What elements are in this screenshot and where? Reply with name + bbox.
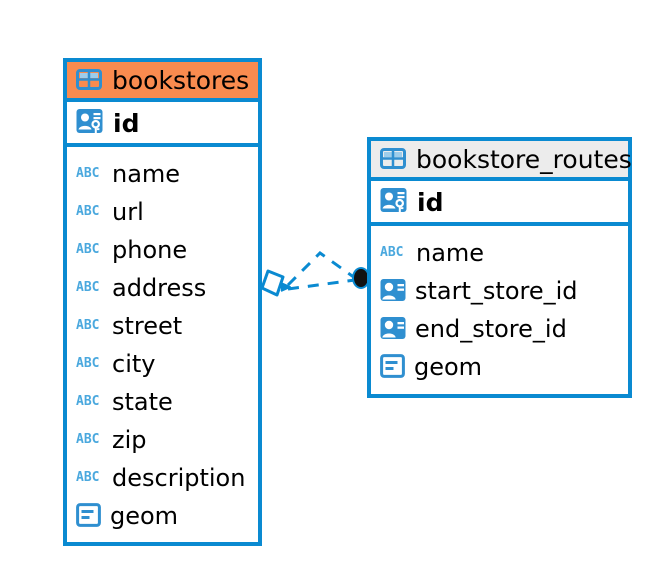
entity-title-bookstores: bookstores — [112, 66, 250, 95]
relationship-branch-upper — [286, 251, 356, 287]
field-label-address: address — [112, 274, 207, 302]
text-abc-icon: ABC — [380, 245, 403, 259]
field-row-end-store-id[interactable]: end_store_id — [371, 309, 628, 347]
table-icon — [76, 69, 102, 90]
svg-text:ABC: ABC — [76, 318, 99, 332]
svg-text:ABC: ABC — [76, 166, 99, 180]
entity-header-bookstore-routes[interactable]: bookstore_routes — [371, 141, 632, 177]
field-label-description: description — [112, 464, 246, 492]
primary-key-icon — [76, 109, 103, 133]
field-label-city: city — [112, 350, 156, 378]
field-row-street[interactable]: ABC street — [67, 306, 258, 344]
svg-text:ABC: ABC — [76, 242, 99, 256]
text-abc-icon: ABC — [76, 280, 99, 294]
field-label-zip: zip — [112, 426, 147, 454]
field-row-primary-key[interactable]: id — [67, 98, 258, 147]
text-abc-icon: ABC — [76, 166, 99, 180]
relationship-branch-lower — [287, 278, 356, 291]
field-row-city[interactable]: ABC city — [67, 344, 258, 382]
field-row-description[interactable]: ABC description — [67, 458, 258, 496]
primary-key-icon — [380, 188, 407, 212]
field-row-url[interactable]: ABC url — [67, 192, 258, 230]
diamond-marker-icon — [260, 269, 291, 297]
field-list-bookstores: ABC name ABC url ABC phone ABC address A… — [67, 147, 258, 543]
field-row-geom[interactable]: geom — [371, 347, 628, 385]
field-label-start-store-id: start_store_id — [415, 277, 578, 305]
field-label-url: url — [112, 198, 144, 226]
field-label-end-store-id: end_store_id — [415, 315, 567, 343]
entity-header-bookstores[interactable]: bookstores — [67, 62, 258, 98]
svg-text:ABC: ABC — [76, 432, 99, 446]
svg-text:ABC: ABC — [76, 470, 99, 484]
field-row-name[interactable]: ABC name — [371, 233, 628, 271]
field-list-bookstore-routes: ABC name start_store_id — [371, 226, 628, 394]
foreign-key-icon — [380, 317, 406, 339]
field-row-start-store-id[interactable]: start_store_id — [371, 271, 628, 309]
field-row-name[interactable]: ABC name — [67, 154, 258, 192]
field-label-street: street — [112, 312, 183, 340]
entity-table-bookstore-routes[interactable]: bookstore_routes id ABC name — [367, 137, 632, 398]
field-label-state: state — [112, 388, 173, 416]
text-abc-icon: ABC — [76, 470, 99, 484]
field-row-address[interactable]: ABC address — [67, 268, 258, 306]
text-abc-icon: ABC — [76, 318, 99, 332]
field-label-geom: geom — [414, 353, 483, 381]
svg-text:ABC: ABC — [380, 245, 403, 259]
field-label-id: id — [417, 187, 444, 217]
field-row-zip[interactable]: ABC zip — [67, 420, 258, 458]
svg-text:ABC: ABC — [76, 356, 99, 370]
text-abc-icon: ABC — [76, 242, 99, 256]
field-label-name: name — [416, 239, 485, 267]
text-abc-icon: ABC — [76, 356, 99, 370]
field-row-primary-key[interactable]: id — [371, 177, 628, 226]
field-row-phone[interactable]: ABC phone — [67, 230, 258, 268]
field-label-name: name — [112, 160, 181, 188]
field-label-geom: geom — [110, 502, 179, 530]
field-row-geom[interactable]: geom — [67, 496, 258, 534]
entity-table-bookstores[interactable]: bookstores id ABC name ABC url — [63, 58, 262, 546]
svg-text:ABC: ABC — [76, 280, 99, 294]
field-row-state[interactable]: ABC state — [67, 382, 258, 420]
foreign-key-icon — [380, 279, 406, 301]
svg-text:ABC: ABC — [76, 204, 99, 218]
svg-text:ABC: ABC — [76, 394, 99, 408]
text-abc-icon: ABC — [76, 394, 99, 408]
text-abc-icon: ABC — [76, 432, 99, 446]
entity-title-bookstore-routes: bookstore_routes — [416, 145, 632, 174]
field-label-id: id — [113, 108, 140, 138]
geometry-icon — [76, 503, 101, 527]
text-abc-icon: ABC — [76, 204, 99, 218]
table-icon — [380, 148, 406, 169]
field-label-phone: phone — [112, 236, 188, 264]
geometry-icon — [380, 354, 405, 378]
